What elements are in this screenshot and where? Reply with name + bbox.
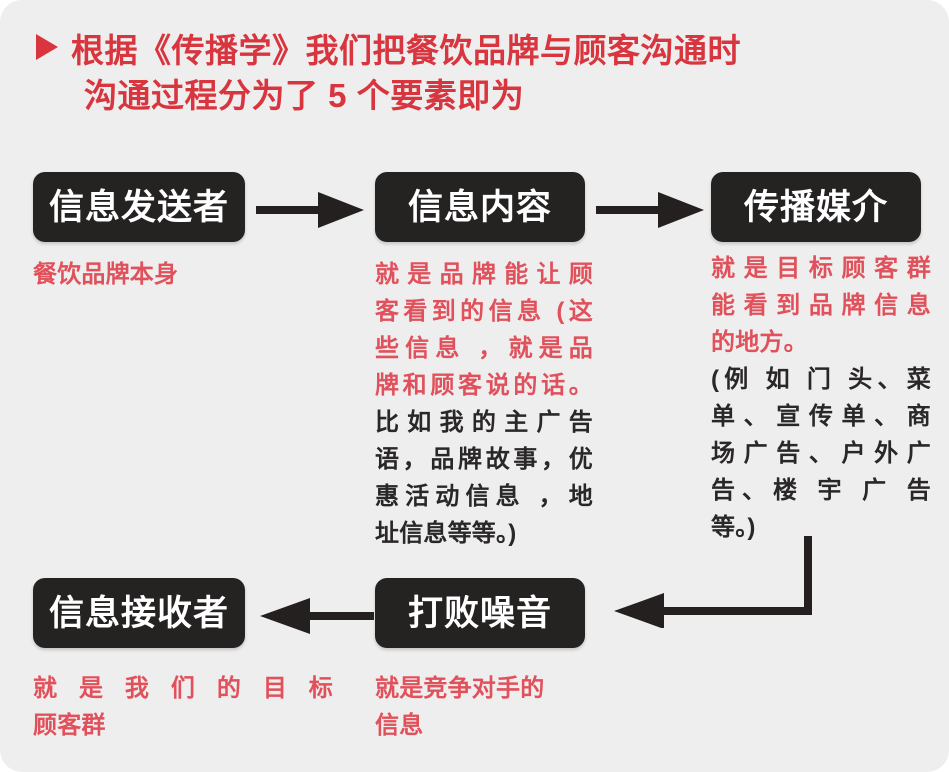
arrow-right-icon-content-to-media: [596, 192, 704, 228]
caption-media-black-4: 等。): [711, 514, 756, 541]
caption-media-black-0: (例 如 门 头、菜: [711, 366, 931, 393]
caption-content-red-2: 些信息 ，就是品: [375, 335, 593, 362]
caption-receiver-red-0: 就是我们的目标: [33, 675, 333, 702]
caption-noise-red-1: 信息: [375, 712, 424, 739]
node-box-media[interactable]: 传播媒介: [711, 172, 921, 242]
caption-media: 就是目标顾客群 能看到品牌信息 的地方。 (例 如 门 头、菜 单、宣传单、商 …: [711, 250, 931, 546]
node-box-sender[interactable]: 信息发送者: [33, 172, 245, 242]
caption-content-red-1: 客看到的信息 (这: [375, 298, 593, 325]
caption-receiver: 就是我们的目标 顾客群: [33, 670, 333, 744]
caption-noise: 就是竞争对手的 信息: [375, 670, 615, 744]
caption-content-red-0: 就是品牌能让顾: [375, 261, 593, 288]
elbow-arrow-down-left-icon-media-to-noise: [614, 536, 812, 628]
node-label-noise: 打败噪音: [407, 593, 552, 633]
arrow-left-icon-noise-to-receiver: [260, 598, 374, 634]
node-box-content[interactable]: 信息内容: [375, 172, 585, 242]
node-label-content: 信息内容: [407, 187, 552, 227]
caption-media-black-2: 场广告、户外广: [711, 440, 931, 467]
caption-media-red-0: 就是目标顾客群: [711, 255, 931, 282]
caption-content-black-2: 惠活动信息 ，地: [375, 483, 593, 510]
title-line-1-text: 根据《传播学》我们把餐饮品牌与顾客沟通时: [71, 32, 741, 69]
node-box-receiver[interactable]: 信息接收者: [33, 578, 245, 648]
caption-noise-red-0: 就是竞争对手的: [375, 675, 545, 702]
node-label-sender: 信息发送者: [48, 187, 229, 227]
node-box-noise[interactable]: 打败噪音: [375, 578, 585, 648]
caption-media-red-2: 的地方。: [711, 329, 808, 356]
caption-sender-red-0: 餐饮品牌本身: [33, 261, 179, 288]
title-line-2: 沟通过程分为了 5 个要素即为: [84, 77, 525, 114]
title-line-1: 根据《传播学》我们把餐饮品牌与顾客沟通时: [36, 28, 896, 73]
caption-content-black-1: 语，品牌故事，优: [375, 446, 593, 473]
caption-content-red-3: 牌和顾客说的话。: [375, 372, 593, 399]
caption-media-red-1: 能看到品牌信息: [711, 292, 931, 319]
node-label-media: 传播媒介: [743, 187, 888, 227]
caption-media-black-3: 告、楼 宇 广 告: [711, 477, 931, 504]
title-block: 根据《传播学》我们把餐饮品牌与顾客沟通时 沟通过程分为了 5 个要素即为: [36, 28, 896, 118]
caption-content-black-0: 比如我的主广告: [375, 409, 593, 436]
caption-sender: 餐饮品牌本身: [33, 256, 333, 293]
triangle-right-icon: [36, 34, 58, 60]
caption-content: 就是品牌能让顾 客看到的信息 (这 些信息 ，就是品 牌和顾客说的话。 比如我的…: [375, 256, 593, 552]
node-label-receiver: 信息接收者: [48, 593, 229, 633]
caption-content-black-3: 址信息等等。): [375, 520, 517, 547]
caption-media-black-1: 单、宣传单、商: [711, 403, 931, 430]
caption-receiver-red-1: 顾客群: [33, 712, 106, 739]
arrow-right-icon-sender-to-content: [256, 192, 364, 228]
